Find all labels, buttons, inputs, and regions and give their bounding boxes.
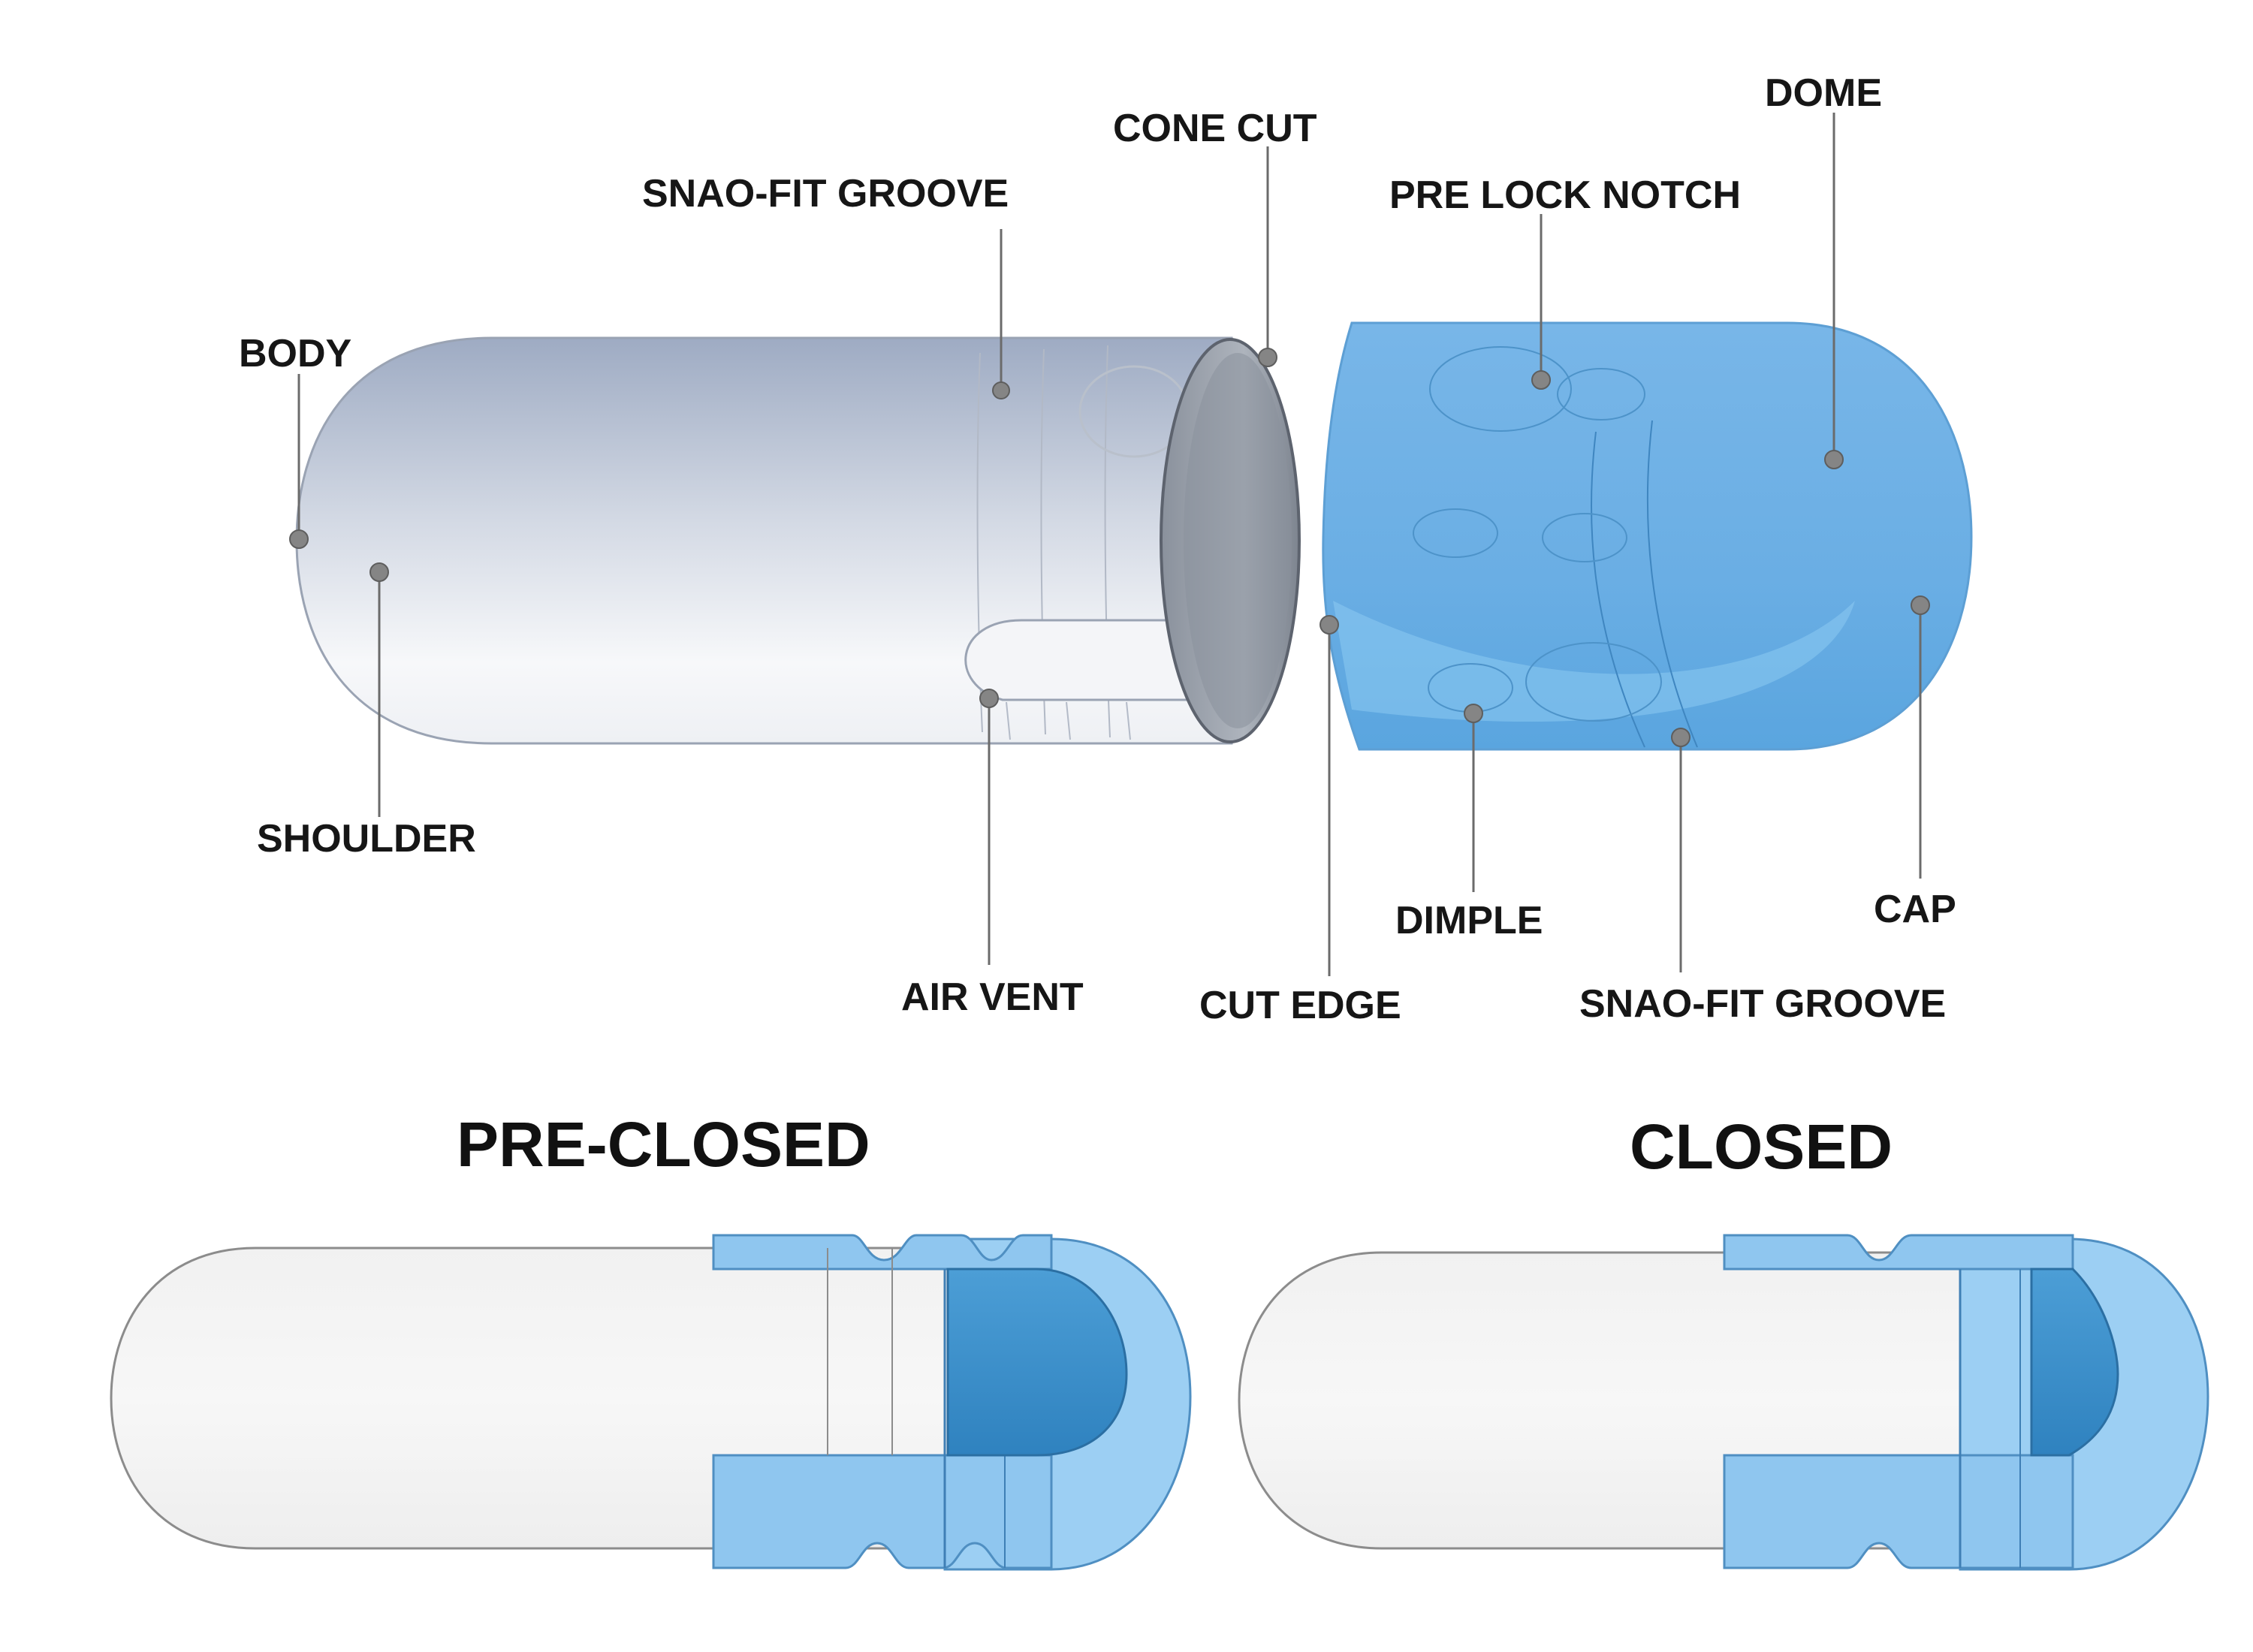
label-snap-fit-groove-cap: SNAO-FIT GROOVE [1579,982,1946,1026]
label-cap: CAP [1874,888,1956,931]
dimple-marker [1464,704,1483,723]
body-part [295,336,1301,745]
pre-closed-capsule [110,1234,1192,1571]
cone-cut-marker [1258,348,1277,367]
label-cut-edge: CUT EDGE [1199,984,1401,1027]
shoulder-marker [369,562,389,582]
body-marker [289,529,309,549]
label-pre-lock-notch: PRE LOCK NOTCH [1389,173,1741,217]
label-shoulder: SHOULDER [257,817,476,861]
label-cone-cut: CONE CUT [1113,107,1317,150]
leaders [289,113,1930,976]
pre-closed-title: PRE-CLOSED [457,1109,870,1180]
label-body: BODY [239,332,351,375]
label-dome: DOME [1765,71,1882,115]
pre-lock-notch-marker [1531,370,1551,390]
cap-part [1322,321,1973,751]
body-groove-marker [992,381,1010,399]
cut-edge-marker [1320,615,1339,635]
closed-capsule [1238,1234,2209,1571]
cap-marker [1911,595,1930,615]
label-snap-fit-groove-body: SNAO-FIT GROOVE [642,172,1009,216]
cap-groove-marker [1671,728,1691,747]
closed-title: CLOSED [1630,1111,1893,1182]
air-vent-marker [979,689,999,708]
dome-marker [1824,450,1844,469]
label-dimple: DIMPLE [1395,899,1543,942]
label-air-vent: AIR VENT [901,975,1084,1019]
